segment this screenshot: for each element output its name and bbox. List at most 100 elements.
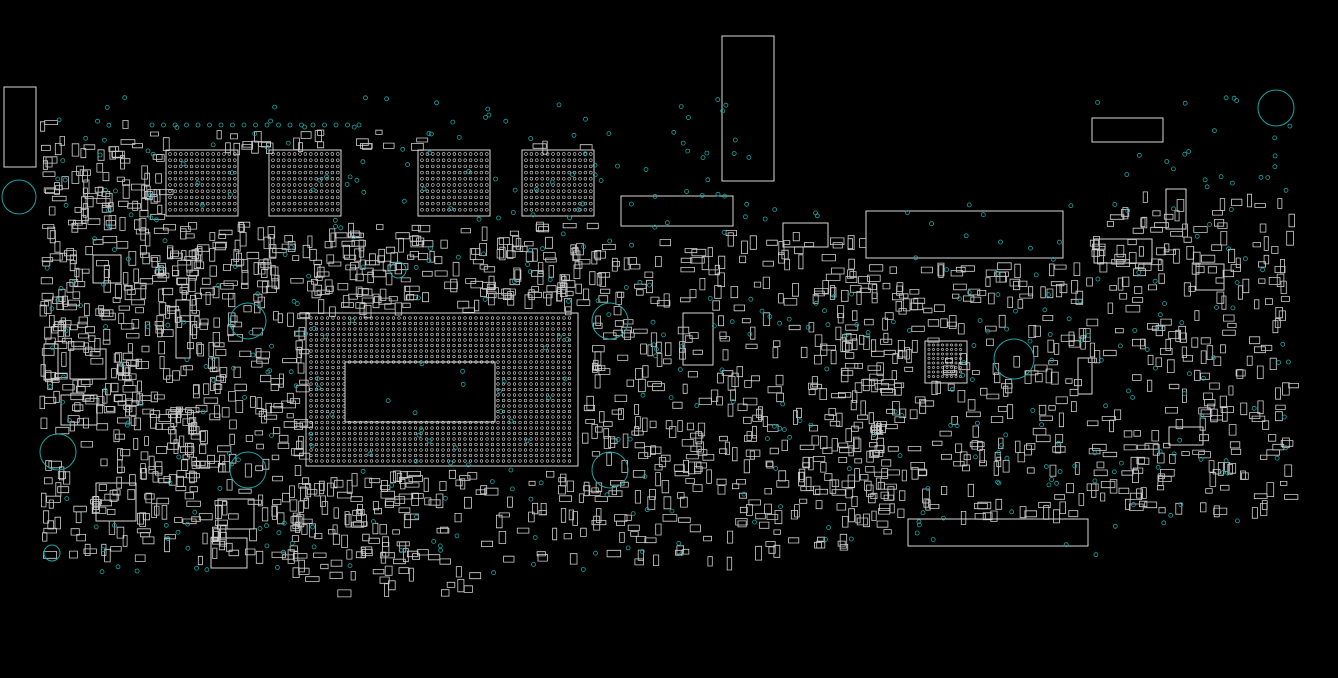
smd-pad <box>533 249 538 261</box>
ic-2[interactable] <box>176 300 190 358</box>
fpc-connector-bottom[interactable] <box>908 519 1088 546</box>
smd-pad <box>291 278 303 283</box>
chip-block-2[interactable] <box>1078 358 1092 394</box>
bga-ball <box>331 208 334 211</box>
bga-ball <box>299 190 302 193</box>
smd-pad <box>182 291 186 300</box>
via <box>584 117 588 121</box>
connector-a[interactable] <box>621 196 733 226</box>
smd-pad <box>1204 393 1213 400</box>
bga-ball <box>331 202 334 205</box>
bga-ball <box>584 159 587 162</box>
bga-ball <box>233 171 236 174</box>
smd-pad <box>715 265 719 274</box>
bga-ball <box>354 322 357 325</box>
via <box>1067 317 1071 321</box>
bga-ball <box>568 410 571 413</box>
bga-ball <box>563 383 566 386</box>
bga-ball <box>475 159 478 162</box>
bga-ball <box>535 355 538 358</box>
bga-ball <box>337 410 340 413</box>
via <box>1162 521 1166 525</box>
bga-ball <box>414 427 417 430</box>
inductor-2[interactable] <box>211 538 247 568</box>
smd-pad <box>73 292 80 299</box>
smd-pad <box>215 500 226 505</box>
bga-ball <box>348 449 351 452</box>
bga-ball <box>174 177 177 180</box>
smd-pad <box>500 247 505 260</box>
memory-chip-1[interactable] <box>166 150 238 216</box>
smd-pad <box>240 351 251 357</box>
bga-ball <box>557 427 560 430</box>
memory-chip-2[interactable] <box>269 150 341 216</box>
smd-pad <box>1216 278 1224 283</box>
bga-ball <box>546 171 549 174</box>
edge-connector-left[interactable] <box>4 87 36 167</box>
bga-ball <box>282 177 285 180</box>
cpu-bga[interactable] <box>306 313 578 466</box>
bga-ball <box>535 322 538 325</box>
bga-ball <box>458 153 461 156</box>
bga-ball <box>337 322 340 325</box>
smd-pad <box>229 293 235 306</box>
smd-pad <box>1129 253 1136 264</box>
via <box>974 455 978 459</box>
bga-ball <box>332 427 335 430</box>
via <box>1243 257 1247 261</box>
bga-ball <box>541 410 544 413</box>
smd-pad <box>926 500 930 510</box>
connector-c[interactable] <box>866 211 1063 258</box>
bga-ball <box>431 339 434 342</box>
via <box>652 343 656 347</box>
smd-pad <box>58 487 69 493</box>
connector-f[interactable] <box>1166 189 1186 229</box>
ic-qfn-1[interactable] <box>96 483 136 521</box>
bga-ball <box>354 333 357 336</box>
inductor-1[interactable] <box>218 499 254 529</box>
bga-ball <box>546 449 549 452</box>
bga-ball <box>513 388 516 391</box>
smd-pad <box>586 419 595 423</box>
m2-connector[interactable] <box>722 36 774 181</box>
smd-pad <box>380 577 389 583</box>
bga-ball <box>535 460 538 463</box>
memory-chip-4[interactable] <box>522 150 594 216</box>
bga-ball <box>436 449 439 452</box>
bga-ball <box>431 427 434 430</box>
smd-pad <box>1220 199 1225 211</box>
ic-1[interactable] <box>683 313 713 365</box>
smd-pad <box>595 250 601 259</box>
smd-pad <box>429 500 440 505</box>
smd-pad <box>1025 445 1032 455</box>
connector-e[interactable] <box>1094 239 1152 263</box>
bga-ball <box>217 208 220 211</box>
via <box>753 520 757 524</box>
via <box>414 459 418 463</box>
smd-pad <box>752 426 756 438</box>
smd-pad <box>964 455 970 460</box>
bga-ball <box>442 427 445 430</box>
smd-pad <box>618 292 624 297</box>
bga-ball <box>321 405 324 408</box>
memory-chip-3[interactable] <box>418 150 490 216</box>
smd-pad <box>687 423 693 430</box>
ic-3[interactable] <box>1169 427 1203 445</box>
smd-pad <box>145 494 155 499</box>
via <box>205 568 209 572</box>
smd-pad <box>831 351 836 364</box>
bga-ball <box>332 355 335 358</box>
controller-chip[interactable] <box>925 341 967 383</box>
smd-pad <box>1133 228 1143 233</box>
smd-pad <box>311 279 317 284</box>
connector-b[interactable] <box>783 223 828 247</box>
bga-ball <box>946 348 948 350</box>
smd-pad <box>758 407 762 420</box>
bga-ball <box>310 344 313 347</box>
connector-d[interactable] <box>1092 118 1163 142</box>
bga-ball <box>365 427 368 430</box>
bga-ball <box>525 165 528 168</box>
smd-pad <box>546 237 553 248</box>
bga-ball <box>453 159 456 162</box>
